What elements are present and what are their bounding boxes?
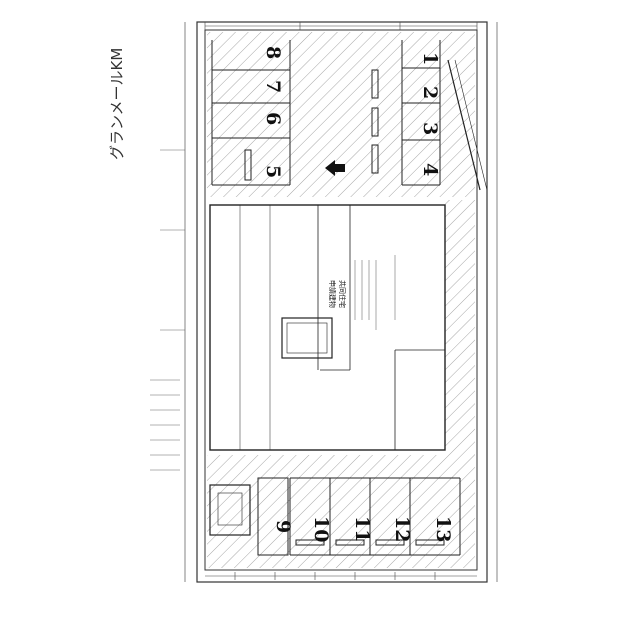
drawing-frame bbox=[184, 21, 498, 583]
space-number-4: 4 bbox=[419, 163, 441, 176]
building-outline bbox=[209, 204, 446, 451]
handwritten-title: グランメールKM bbox=[108, 48, 126, 160]
space-number-8: 8 bbox=[262, 46, 284, 59]
bottom-dimension-line bbox=[205, 572, 477, 580]
space-number-1: 1 bbox=[419, 52, 441, 65]
space-number-5: 5 bbox=[262, 165, 284, 178]
space-number-9: 9 bbox=[272, 520, 294, 533]
space-number-3: 3 bbox=[419, 122, 441, 135]
space-number-10: 10 bbox=[310, 516, 332, 542]
space-number-12: 12 bbox=[391, 516, 413, 542]
space-number-13: 13 bbox=[432, 516, 454, 542]
top-parking-lines bbox=[211, 40, 488, 191]
left-margin-annotations bbox=[150, 149, 185, 471]
building-label-line2: 共同住宅 bbox=[338, 280, 347, 308]
space-number-11: 11 bbox=[351, 516, 373, 542]
building-label-line1: 申請建物 bbox=[328, 280, 337, 308]
bottom-parking-lines bbox=[209, 477, 461, 556]
building-annotations: 申請建物 共同住宅 bbox=[328, 255, 396, 330]
driveway-arrow bbox=[325, 160, 345, 176]
space-number-7: 7 bbox=[262, 80, 284, 93]
hatched-areas bbox=[207, 32, 475, 568]
parking-space-numbers: 1 2 3 4 5 6 7 8 9 10 11 12 13 bbox=[262, 46, 454, 542]
space-number-6: 6 bbox=[262, 112, 284, 125]
top-dimension-line bbox=[204, 22, 478, 30]
space-number-2: 2 bbox=[419, 86, 441, 99]
